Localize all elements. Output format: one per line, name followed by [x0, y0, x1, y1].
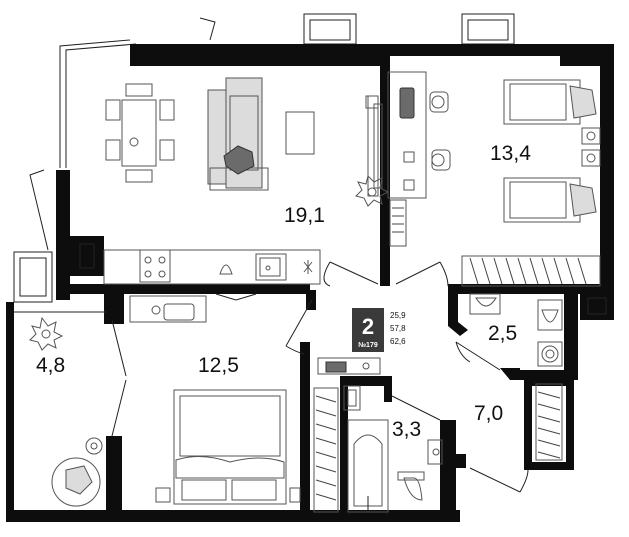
apartment-code: №179: [358, 341, 378, 349]
hall-shelf: [317, 357, 381, 375]
outer-balcony-lines: [13, 13, 515, 303]
room-area-living: 19,1: [284, 204, 325, 227]
bed-right-top: [503, 79, 597, 125]
closet-hall: [535, 383, 563, 461]
sofa: [207, 77, 269, 191]
main-bed: [155, 389, 301, 505]
shelf-right-bedroom: [389, 199, 407, 247]
kitchen-counter: [103, 249, 321, 285]
room-area-balcony: 4,8: [36, 354, 65, 377]
bathroom-small-fixtures: [469, 293, 563, 367]
desk-main-bedroom: [129, 293, 257, 323]
room-area-hall: 7,0: [474, 402, 503, 425]
bed-right-bottom: [503, 177, 597, 223]
room-labels: 19,1 13,4 12,5 4,8 2,5 3,3 7,0: [36, 142, 531, 441]
apartment-number: 2: [362, 314, 374, 339]
balcony-furniture: [14, 311, 106, 507]
dining-table: [105, 83, 175, 183]
wardrobe-right-bedroom: [461, 255, 601, 287]
room-area-bathroom: 3,3: [392, 418, 421, 441]
nightstands: [581, 127, 601, 167]
room-area-bedroom-right: 13,4: [490, 142, 531, 165]
apartment-badge: 2 №179 25,9 57,8 62,6: [352, 308, 406, 352]
bath-fixtures: [343, 385, 443, 501]
tv-stand: [365, 95, 383, 197]
area-total-usable: 57,8: [390, 324, 406, 333]
walls: [6, 44, 614, 522]
room-area-bedroom-main: 12,5: [198, 354, 239, 377]
doors: [111, 261, 529, 493]
desk-area: [387, 71, 451, 199]
room-area-bathroom-small: 2,5: [488, 322, 517, 345]
coffee-table: [285, 111, 315, 155]
badge-box: [352, 308, 384, 352]
closet-bedroom: [313, 387, 339, 513]
area-total-living: 25,9: [390, 311, 406, 320]
area-total-full: 62,6: [390, 337, 406, 346]
bathtub: [347, 419, 389, 513]
plant-living: [355, 175, 390, 207]
